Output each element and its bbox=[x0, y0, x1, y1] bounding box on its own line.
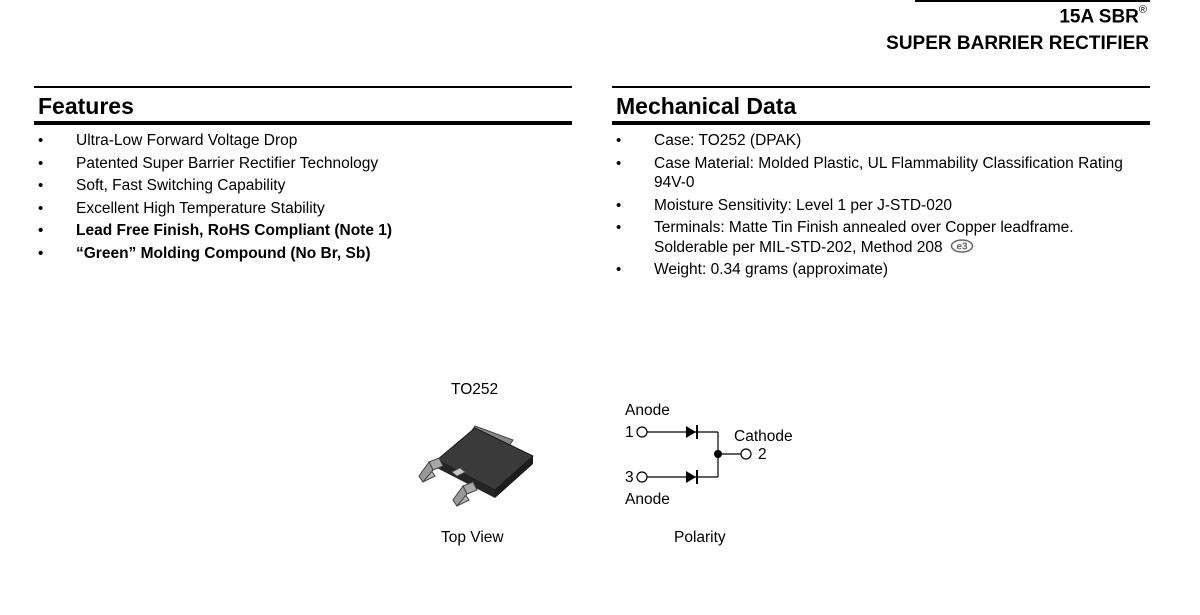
pin-3-label: 3 bbox=[625, 469, 634, 486]
part-subtitle: SUPER BARRIER RECTIFIER bbox=[886, 33, 1149, 54]
to252-package-image bbox=[418, 425, 534, 507]
polarity-schematic bbox=[636, 425, 752, 484]
cathode-label: Cathode bbox=[734, 428, 793, 445]
list-item-text: “Green” Molding Compound (No Br, Sb) bbox=[76, 244, 371, 262]
bullet-icon: • bbox=[616, 154, 622, 172]
package-caption: Top View bbox=[441, 529, 504, 546]
list-item: • Excellent High Temperature Stability bbox=[34, 199, 572, 219]
bullet-icon: • bbox=[616, 261, 622, 278]
part-title-text: 15A SBR bbox=[1059, 6, 1139, 28]
mechanical-list: • Case: TO252 (DPAK) • Case Material: Mold… bbox=[612, 131, 1150, 280]
bullet-icon: • bbox=[616, 132, 622, 149]
list-item: • Case Material: Molded Plastic, UL Flamm… bbox=[612, 154, 1150, 193]
list-item: • Case: TO252 (DPAK) bbox=[612, 131, 1150, 151]
list-item-text: Terminals: Matte Tin Finish annealed ove… bbox=[654, 219, 1074, 256]
list-item: • Weight: 0.34 grams (approximate) bbox=[612, 260, 1150, 280]
section-rule-top bbox=[34, 86, 572, 88]
features-section: Features • Ultra-Low Forward Voltage Drop… bbox=[34, 86, 572, 263]
list-item-text: Soft, Fast Switching Capability bbox=[76, 177, 286, 194]
bullet-icon: • bbox=[38, 132, 44, 149]
polarity-caption: Polarity bbox=[674, 529, 726, 546]
list-item-text: Weight: 0.34 grams (approximate) bbox=[654, 261, 889, 278]
bullet-icon: • bbox=[616, 196, 622, 214]
bullet-icon: • bbox=[616, 219, 622, 236]
bullet-icon: • bbox=[38, 199, 44, 217]
section-rule-top bbox=[612, 86, 1150, 88]
bullet-icon: • bbox=[38, 154, 44, 172]
bullet-icon: • bbox=[38, 244, 44, 262]
list-item: • Patented Super Barrier Rectifier Techno… bbox=[34, 154, 572, 174]
mechanical-heading: Mechanical Data bbox=[616, 93, 797, 119]
anode-bottom-label: Anode bbox=[625, 491, 670, 508]
list-item: • Soft, Fast Switching Capability bbox=[34, 176, 572, 196]
e3-mark-text: e3 bbox=[956, 241, 968, 252]
list-item: • Terminals: Matte Tin Finish annealed ov… bbox=[612, 218, 1150, 257]
features-heading: Features bbox=[38, 93, 134, 119]
pin-2-label: 2 bbox=[758, 446, 767, 463]
part-title: 15A SBR® bbox=[1059, 4, 1147, 28]
list-item-text: Case Material: Molded Plastic, UL Flamma… bbox=[654, 154, 1123, 192]
section-rule-bottom bbox=[34, 121, 572, 125]
list-item-text: Patented Super Barrier Rectifier Technol… bbox=[76, 154, 379, 172]
list-item-text: Excellent High Temperature Stability bbox=[76, 199, 325, 217]
mechanical-section: Mechanical Data • Case: TO252 (DPAK) • Cas… bbox=[612, 86, 1150, 280]
list-item-text: Ultra-Low Forward Voltage Drop bbox=[76, 132, 298, 149]
anode-top-label: Anode bbox=[625, 402, 670, 419]
list-item: • Moisture Sensitivity: Level 1 per J-STD… bbox=[612, 196, 1150, 216]
header-rule bbox=[915, 0, 1150, 2]
bullet-icon: • bbox=[38, 177, 44, 194]
bullet-icon: • bbox=[38, 222, 44, 239]
list-item-text: Case: TO252 (DPAK) bbox=[654, 132, 802, 149]
list-item-text: Lead Free Finish, RoHS Compliant (Note 1… bbox=[76, 222, 393, 239]
features-list: • Ultra-Low Forward Voltage Drop • Patente… bbox=[34, 131, 572, 263]
list-item: • Lead Free Finish, RoHS Compliant (Note … bbox=[34, 221, 572, 241]
registered-mark: ® bbox=[1138, 4, 1147, 16]
list-item: • “Green” Molding Compound (No Br, Sb) bbox=[34, 244, 572, 264]
section-rule-bottom bbox=[612, 121, 1150, 125]
list-item: • Ultra-Low Forward Voltage Drop bbox=[34, 131, 572, 151]
package-name: TO252 bbox=[451, 381, 499, 398]
list-item-text: Moisture Sensitivity: Level 1 per J-STD-… bbox=[654, 196, 953, 214]
pin-1-label: 1 bbox=[625, 424, 634, 441]
e3-lead-free-icon: e3 bbox=[950, 238, 974, 253]
